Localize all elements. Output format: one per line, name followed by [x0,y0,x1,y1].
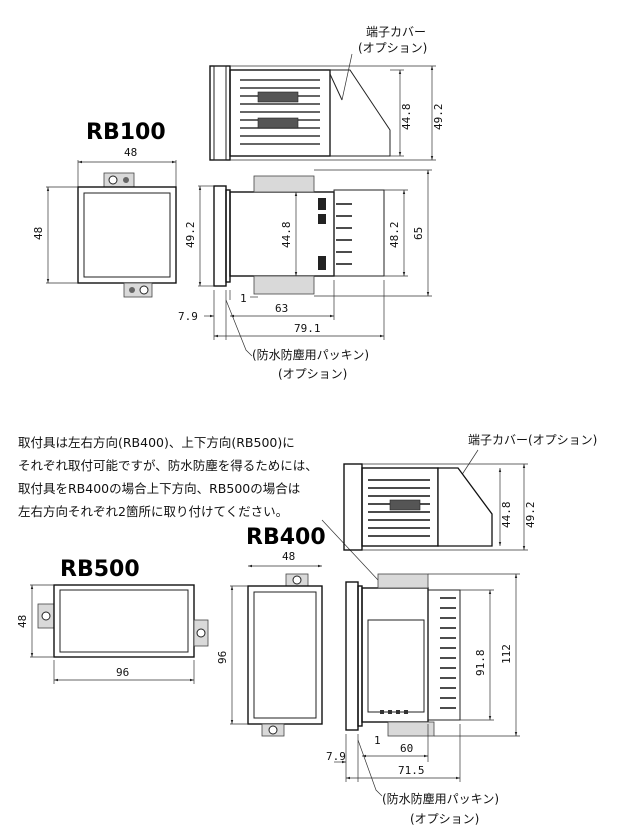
note-line-4: 左右方向それぞれ2箇所に取り付けてください。 [18,504,288,519]
rb100-depth-total: 79.1 [294,322,321,335]
rb100-cover-label: 端子カバー [366,25,426,39]
rb100-front-height-label: 48 [32,227,45,240]
rb100-side-inner-height: 44.8 [280,222,293,249]
rb400-terminal-height: 91.8 [474,650,487,677]
rb400-front-view: RB400 48 96 [216,525,326,737]
rb100-terminal-height: 48.2 [388,222,401,249]
rb100-depth-panel: 7.9 [178,310,198,323]
rb100-front-width-label: 48 [124,146,137,159]
rb400-depth-body: 60 [400,742,413,755]
rb400-depth-1: 1 [374,734,381,747]
rb500-section: RB500 48 96 [16,557,209,684]
rb100-title: RB100 [86,120,166,145]
rb400-packing-label: (防水防塵用パッキン) [382,791,499,806]
rb400-cover-label: 端子カバー(オプション) [468,433,597,447]
rb400-title: RB400 [246,525,326,550]
mounting-note: 取付具は左右方向(RB400)、上下方向(RB500)に それぞれ取付可能ですが… [18,435,379,581]
rb100-top-view: 端子カバー (オプション) 44.8 49.2 [209,25,445,161]
rb100-side-view: 49.2 44.8 48.2 65 7.9 1 63 79.1 [178,169,432,381]
rb400-total-height: 112 [500,644,513,664]
rb100-packing-option-label: (オプション) [278,367,347,381]
rb400-cover-inner-height: 44.8 [500,502,513,529]
rb500-title: RB500 [60,557,140,582]
rb100-front-view: 48 48 [32,146,177,298]
rb400-height-label: 96 [216,651,229,664]
rb100-packing-label: (防水防塵用パッキン) [252,347,369,362]
rb100-cover-outer-height: 49.2 [432,104,445,131]
note-line-2: それぞれ取付可能ですが、防水防塵を得るためには、 [18,458,318,473]
rb100-depth-1: 1 [240,292,247,305]
rb400-width-label: 48 [282,550,295,563]
rb400-top-view: 端子カバー(オプション) 44.8 49.2 [343,433,597,551]
rb400-cover-outer-height: 49.2 [524,502,537,529]
rb100-depth-body: 63 [275,302,288,315]
rb100-cover-inner-height: 44.8 [400,104,413,131]
rb400-side-view: 91.8 112 7.9 1 60 71.5 (防水防塵用パッキン) (オプショ… [326,573,520,826]
rb500-height-label: 48 [16,615,29,628]
rb500-width-label: 96 [116,666,129,679]
note-line-1: 取付具は左右方向(RB400)、上下方向(RB500)に [18,435,295,450]
rb100-section: RB100 48 48 [32,25,445,381]
note-line-3: 取付具をRB400の場合上下方向、RB500の場合は [18,481,300,496]
rb400-depth-total: 71.5 [398,764,425,777]
rb400-depth-panel: 7.9 [326,750,346,763]
rb100-side-outer-height: 49.2 [184,222,197,249]
rb400-packing-option-label: (オプション) [410,812,479,826]
rb100-total-height: 65 [412,227,425,240]
rb100-cover-option-label: (オプション) [358,41,427,55]
